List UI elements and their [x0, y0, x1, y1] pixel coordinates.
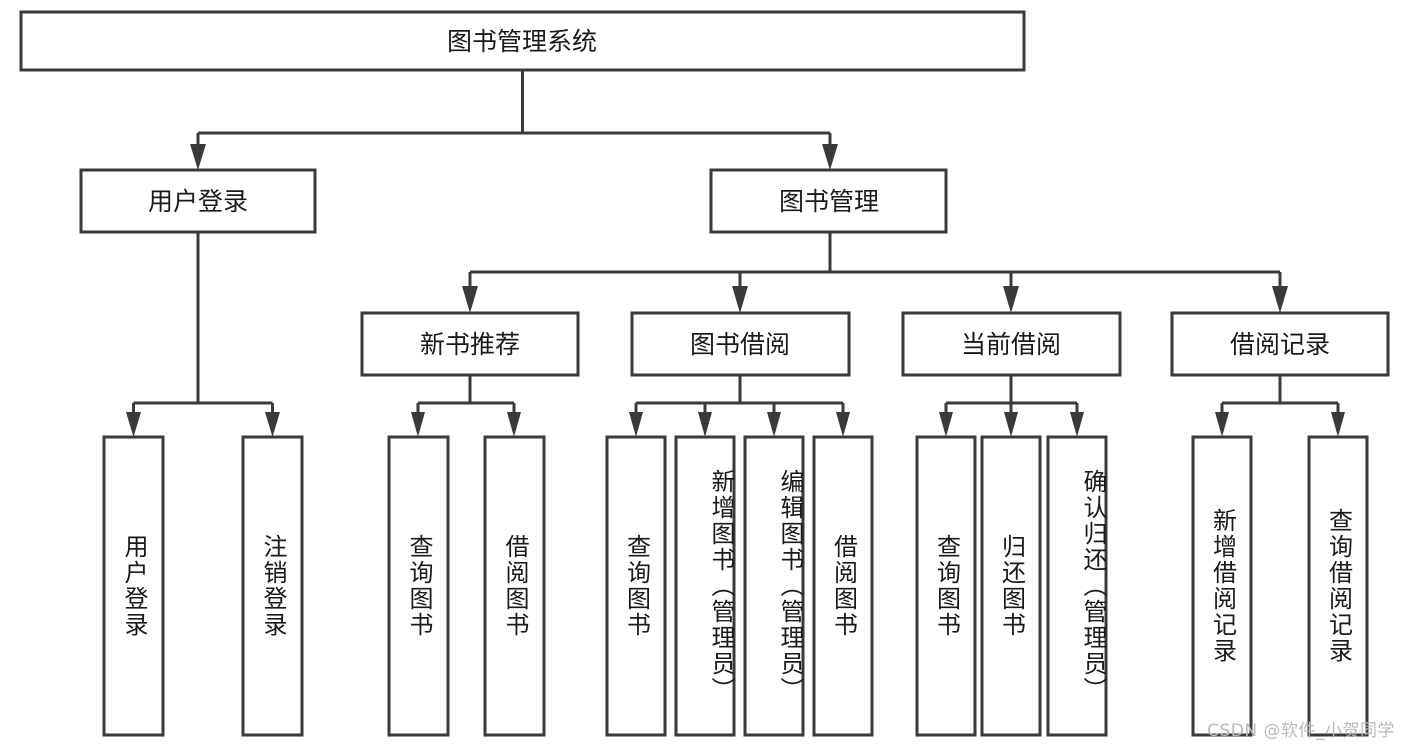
leaf-box-book-borrow-4[interactable]	[812, 435, 874, 737]
node-current-borrow-label: 当前借阅	[961, 330, 1061, 359]
leaf-box-current-borrow-1[interactable]	[915, 435, 977, 737]
leaf-box-borrow-record-2[interactable]	[1307, 435, 1369, 737]
node-book-borrow[interactable]: 图书借阅	[630, 311, 851, 377]
leaf-box-book-borrow-3[interactable]	[743, 435, 805, 737]
node-borrow-record-label: 借阅记录	[1230, 330, 1330, 359]
edge-borrow-record-to-leaves	[1215, 375, 1345, 437]
watermark-text: CSDN @软件_小贺同学	[1207, 721, 1395, 741]
edge-user-login-to-leaves	[126, 232, 280, 437]
edge-book-manage-to-level3	[462, 232, 1288, 313]
leaf-box-borrow-record-1[interactable]	[1191, 435, 1253, 737]
leaf-box-book-borrow-1[interactable]	[605, 435, 667, 737]
leaf-box-user-login-2[interactable]	[241, 435, 304, 737]
edge-current-borrow-to-leaves	[939, 375, 1084, 437]
edge-book-borrow-to-leaves	[629, 375, 850, 437]
node-new-book-recommend-label: 新书推荐	[420, 330, 520, 359]
node-book-management[interactable]: 图书管理	[709, 168, 948, 234]
node-book-borrow-label: 图书借阅	[690, 330, 790, 359]
node-root[interactable]: 图书管理系统	[19, 10, 1026, 72]
leaf-box-book-borrow-2[interactable]	[674, 435, 736, 737]
leaf-box-new-book-2[interactable]	[483, 435, 546, 737]
edge-root-to-level2	[190, 70, 838, 170]
leaf-box-user-login-1[interactable]	[102, 435, 165, 737]
node-user-login[interactable]: 用户登录	[79, 168, 317, 234]
node-user-login-label: 用户登录	[148, 187, 248, 216]
node-current-borrow[interactable]: 当前借阅	[901, 311, 1122, 377]
node-root-label: 图书管理系统	[447, 27, 597, 56]
node-borrow-record[interactable]: 借阅记录	[1170, 311, 1390, 377]
edge-new-book-to-leaves	[411, 375, 521, 437]
node-book-management-label: 图书管理	[779, 187, 879, 216]
leaf-box-current-borrow-3[interactable]	[1046, 435, 1108, 737]
node-new-book-recommend[interactable]: 新书推荐	[360, 311, 580, 377]
leaf-box-current-borrow-2[interactable]	[980, 435, 1042, 737]
leaf-box-new-book-1[interactable]	[387, 435, 450, 737]
